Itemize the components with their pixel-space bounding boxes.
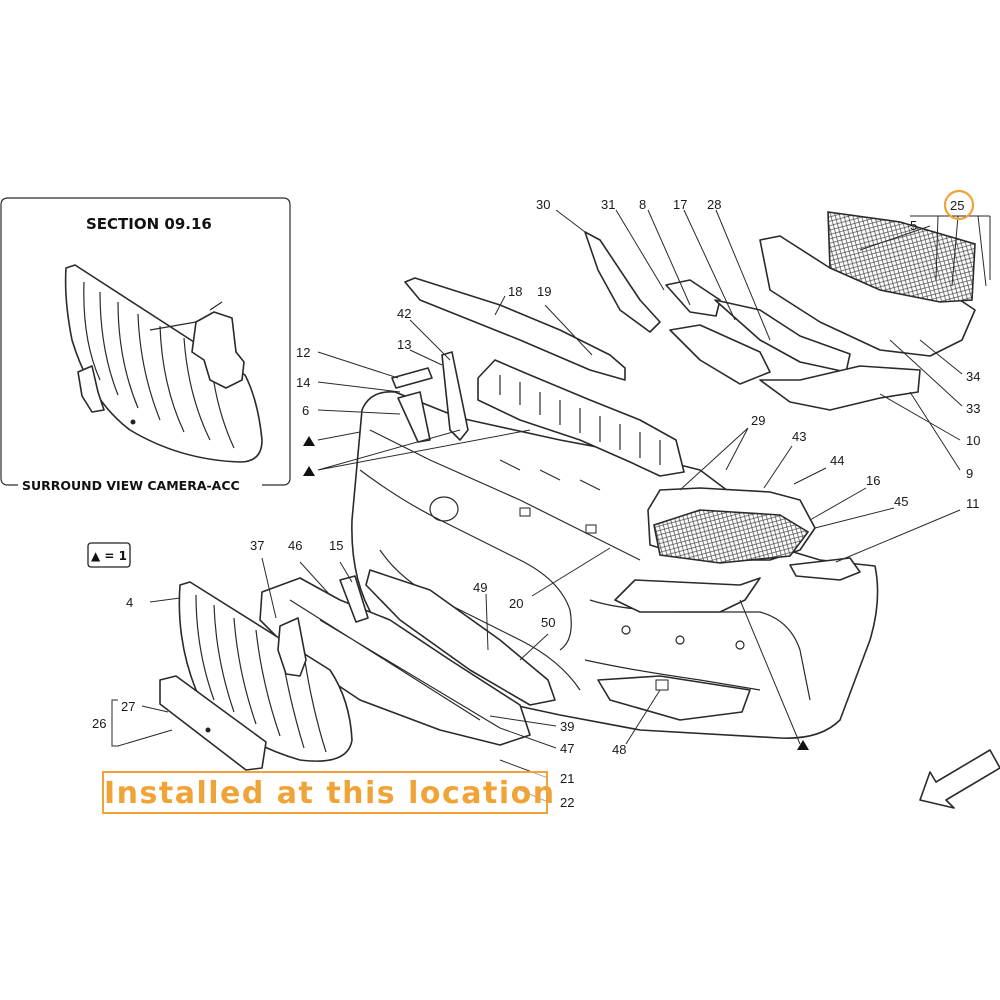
mesh-insert (647, 487, 861, 581)
section-caption: SURROUND VIEW CAMERA-ACC (22, 478, 240, 493)
callout-4: 4 (126, 595, 133, 610)
legend-box: ▲ = 1 (87, 542, 131, 568)
callout-21: 21 (560, 771, 574, 786)
callout-29: 29 (751, 413, 765, 428)
callout-45: 45 (894, 494, 908, 509)
callout-42: 42 (397, 306, 411, 321)
license-plate-holder-26 (159, 675, 267, 771)
section-inset-frame (0, 197, 291, 486)
callout-10: 10 (966, 433, 980, 448)
callout-43: 43 (792, 429, 806, 444)
callout-numbers: 30 31 8 17 28 5 18 19 42 13 12 14 6 29 4… (92, 197, 980, 810)
callout-11: 11 (966, 496, 980, 511)
legend-text: ▲ = 1 (91, 549, 127, 563)
callout-15: 15 (329, 538, 343, 553)
leader-lines (111, 209, 991, 803)
callout-22: 22 (560, 795, 574, 810)
inset-small-bracket (77, 365, 105, 413)
callout-31: 31 (601, 197, 615, 212)
installed-location-banner: Installed at this location (102, 771, 556, 814)
callout-28: 28 (707, 197, 721, 212)
callout-8: 8 (639, 197, 646, 212)
right-bracket-parts (584, 231, 921, 411)
camera-bracket-37 (277, 617, 307, 677)
callout-13: 13 (397, 337, 411, 352)
callout-6: 6 (302, 403, 309, 418)
callout-9: 9 (966, 466, 973, 481)
callout-33: 33 (966, 401, 980, 416)
highlight-circle-25 (943, 189, 975, 221)
installed-location-text: Installed at this location (104, 776, 556, 811)
callout-25: 25 (950, 198, 964, 213)
inset-grille (64, 264, 263, 463)
inset-camera-bracket (149, 301, 245, 389)
callout-37: 37 (250, 538, 264, 553)
grille-mesh-25 (827, 211, 976, 303)
callout-17: 17 (673, 197, 687, 212)
callout-44: 44 (830, 453, 844, 468)
direction-arrow (919, 749, 1000, 809)
callout-14: 14 (296, 375, 310, 390)
triangle-markers (303, 436, 809, 750)
callout-30: 30 (536, 197, 550, 212)
lower-splitter (259, 569, 556, 746)
section-title: SECTION 09.16 (86, 215, 212, 233)
section-inset: SECTION 09.16 SURROUND VIEW CAMERA-ACC (0, 197, 291, 493)
callout-26: 26 (92, 716, 106, 731)
callout-16: 16 (866, 473, 880, 488)
callout-20: 20 (509, 596, 523, 611)
impact-absorber (477, 359, 685, 477)
left-bracket-parts (391, 351, 469, 443)
callout-19: 19 (537, 284, 551, 299)
callout-12: 12 (296, 345, 310, 360)
lower-grille-frame (759, 211, 976, 357)
callout-34: 34 (966, 369, 980, 384)
callout-47: 47 (560, 741, 574, 756)
callout-27: 27 (121, 699, 135, 714)
callout-46: 46 (288, 538, 302, 553)
callout-50: 50 (541, 615, 555, 630)
callout-39: 39 (560, 719, 574, 734)
callout-49: 49 (473, 580, 487, 595)
callout-18: 18 (508, 284, 522, 299)
callout-5: 5 (910, 218, 917, 233)
callout-48: 48 (612, 742, 626, 757)
upper-trim-part-18 (404, 277, 626, 381)
